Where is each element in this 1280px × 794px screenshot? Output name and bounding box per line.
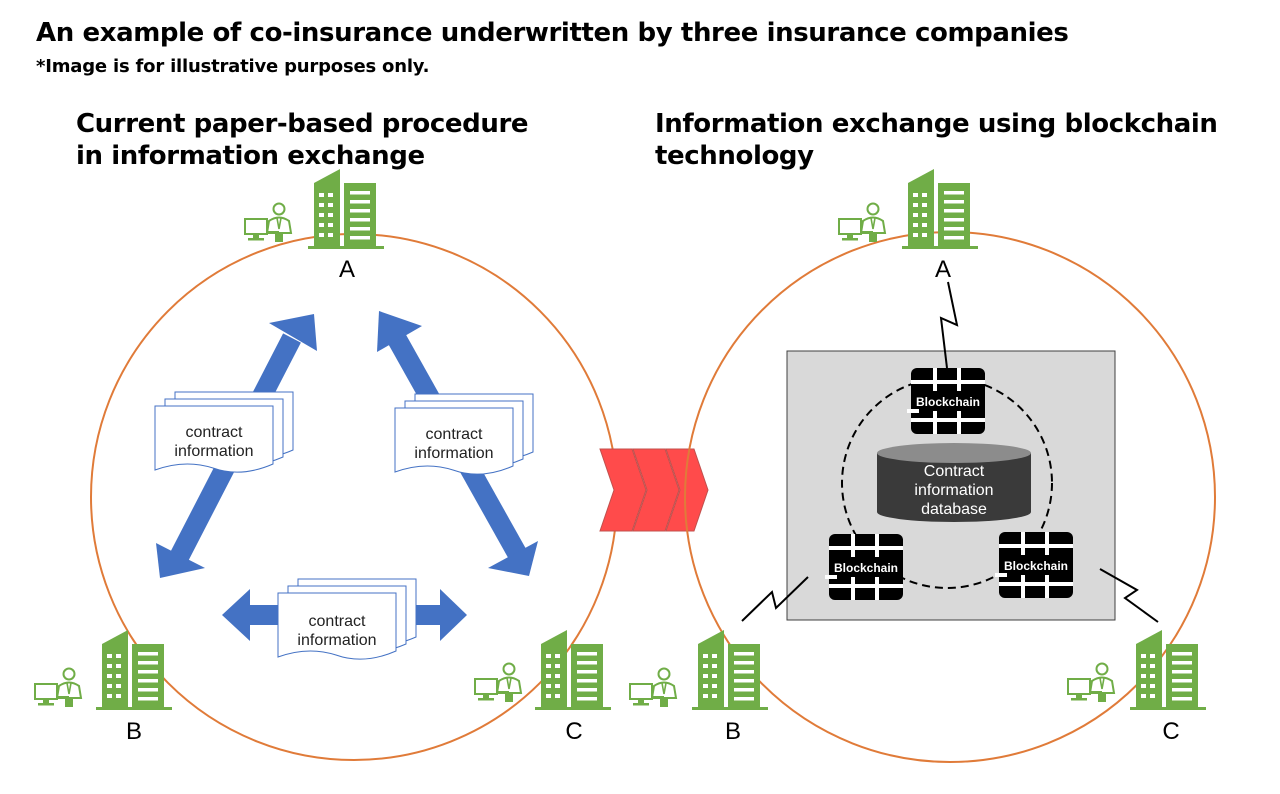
left-panel-title: Current paper-based procedure in informa… [76, 108, 529, 172]
blockchain-node-icon: Blockchain [823, 532, 905, 602]
left-company-a: A [244, 169, 384, 283]
office-building-icon [308, 169, 384, 249]
document-label-line2: information [297, 632, 376, 649]
database-cylinder-icon: Contract information database [877, 443, 1031, 522]
left-company-b-label: B [126, 718, 142, 745]
left-company-a-label: A [339, 256, 355, 283]
left-panel-title-line1: Current paper-based procedure [76, 109, 529, 139]
right-panel-title-line2: technology [655, 141, 814, 171]
connector-b-line [741, 576, 809, 622]
office-worker-icon [838, 202, 886, 243]
right-company-b: B [629, 630, 768, 745]
right-company-b-label: B [725, 718, 741, 745]
office-worker-icon [474, 662, 522, 703]
right-company-a-label: A [935, 256, 951, 283]
right-panel-title: Information exchange using blockchain te… [655, 108, 1218, 172]
document-label-line2: information [174, 443, 253, 460]
connector-c-line [1099, 568, 1159, 623]
blockchain-node-icon: Blockchain [905, 366, 987, 436]
office-worker-icon [629, 667, 677, 708]
office-worker-icon [244, 202, 292, 243]
database-label-line2: information [914, 482, 993, 499]
office-building-icon [692, 630, 768, 710]
office-building-icon [1130, 630, 1206, 710]
left-company-b: B [34, 630, 172, 745]
page-title: An example of co-insurance underwritten … [36, 18, 1069, 48]
document-stack-icon: contract information [394, 393, 534, 475]
connector-a-line [939, 281, 959, 369]
office-building-icon [902, 169, 978, 249]
document-stack-icon: contract information [154, 391, 294, 473]
office-worker-icon [1067, 662, 1115, 703]
office-worker-icon [34, 667, 82, 708]
left-panel-title-line2: in information exchange [76, 141, 425, 171]
left-company-c-label: C [565, 718, 582, 745]
left-company-c: C [474, 630, 611, 745]
transition-chevron-icon [599, 448, 709, 532]
blockchain-node-label: Blockchain [834, 561, 898, 575]
database-label-line3: database [921, 501, 987, 518]
blockchain-node-icon: Blockchain [993, 530, 1075, 600]
document-stack-icon: contract information [277, 578, 417, 660]
database-label-line1: Contract [924, 463, 985, 480]
document-label-line2: information [414, 445, 493, 462]
document-label-line1: contract [426, 426, 483, 443]
right-company-a: A [838, 169, 978, 283]
blockchain-node-label: Blockchain [916, 395, 980, 409]
blockchain-node-label: Blockchain [1004, 559, 1068, 573]
right-company-c-label: C [1162, 718, 1179, 745]
document-label-line1: contract [186, 424, 243, 441]
right-panel-title-line1: Information exchange using blockchain [655, 109, 1218, 139]
page-subtitle: *Image is for illustrative purposes only… [36, 56, 430, 77]
left-exchange-circle [90, 233, 618, 761]
right-company-c: C [1067, 630, 1206, 745]
document-label-line1: contract [309, 613, 366, 630]
